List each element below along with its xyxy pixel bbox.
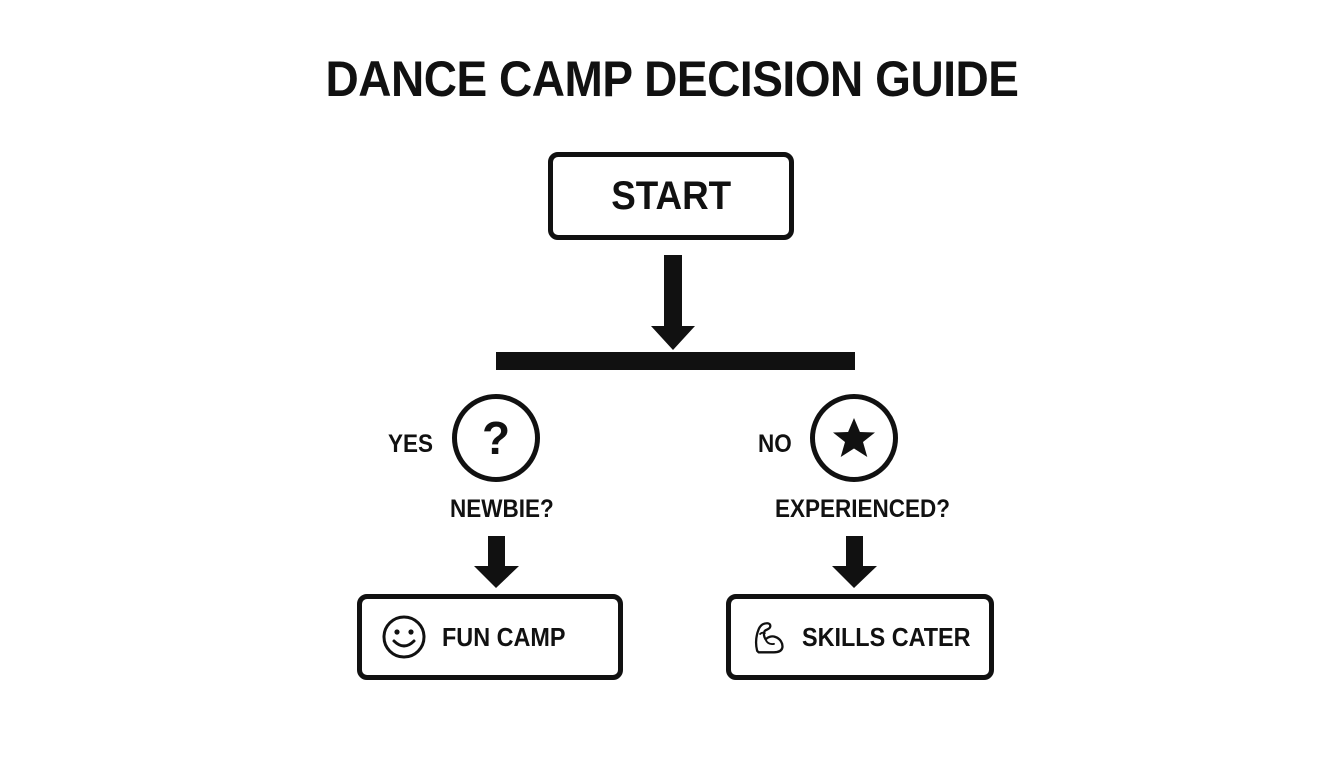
question-icon: ? <box>481 412 511 464</box>
start-down-arrow <box>651 255 695 350</box>
left-down-arrow <box>474 536 519 588</box>
newbie-question-label: NEWBIE? <box>450 495 554 523</box>
fun-camp-label: FUN CAMP <box>442 621 566 652</box>
branch-bar <box>496 352 855 370</box>
experienced-question-label: EXPERIENCED? <box>775 495 951 523</box>
diagram-title: DANCE CAMP DECISION GUIDE <box>325 51 1019 107</box>
skills-cater-result[interactable]: SKILLS CATER <box>726 594 994 680</box>
flexed-bicep-icon <box>754 622 784 654</box>
smiley-face-icon <box>382 615 426 659</box>
right-down-arrow <box>832 536 877 588</box>
start-node[interactable]: START <box>548 152 794 240</box>
start-label: START <box>611 173 731 218</box>
skills-cater-label: SKILLS CATER <box>801 621 971 652</box>
no-label: NO <box>758 430 792 458</box>
newbie-decision-node[interactable]: ? <box>452 394 540 482</box>
experienced-decision-node[interactable] <box>810 394 898 482</box>
yes-label: YES <box>388 430 434 458</box>
fun-camp-result[interactable]: FUN CAMP <box>357 594 623 680</box>
star-icon <box>833 418 875 457</box>
